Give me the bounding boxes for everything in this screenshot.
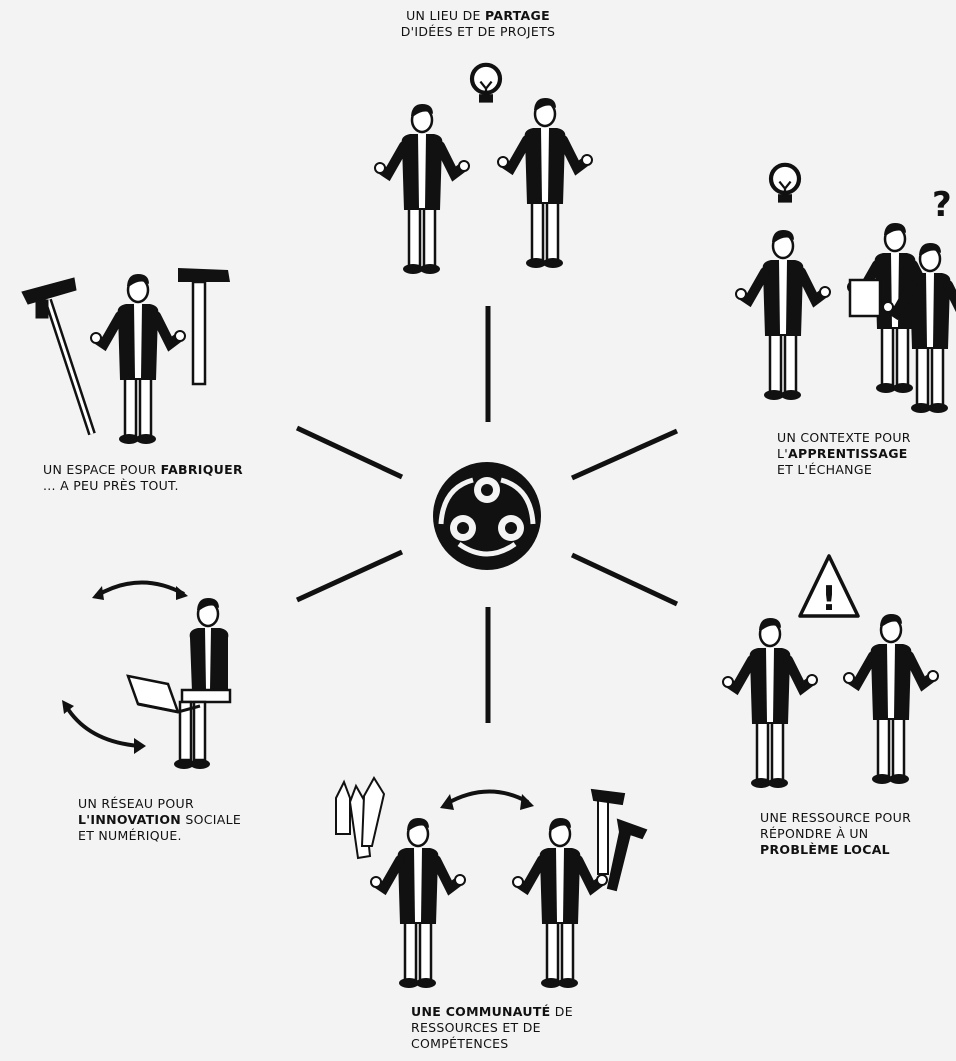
double-arrow-icon [64,704,141,748]
tools-icon [590,788,648,892]
caption-text: DE [550,1004,573,1019]
caption-text: UNE RESSOURCE POUR [760,810,912,825]
caption-text: COMPÉTENCES [411,1036,509,1051]
radial-spokes [295,306,679,723]
person-gesturing [375,104,469,274]
spoke-lower-left [295,549,404,603]
caption-text: UN LIEU DE [406,8,486,23]
caption-text: ET L'ÉCHANGE [777,462,873,477]
caption-emphasis: APPRENTISSAGE [788,446,908,461]
caption-text: D'IDÉES ET DE PROJETS [400,24,556,39]
person-teaching [736,230,830,400]
warning-icon: ! [798,554,860,619]
hammer-icon [178,268,230,386]
caption-text: RÉPONDRE À UN [760,826,869,841]
caption-sharing: UN LIEU DE PARTAGE D'IDÉES ET DE PROJETS [340,8,616,40]
svg-text:!: ! [821,579,837,619]
caption-text: ET NUMÉRIQUE. [78,828,182,843]
caption-learning: UN CONTEXTE POUR L'APPRENTISSAGE ET L'ÉC… [777,430,955,478]
caption-emphasis: UNE COMMUNAUTÉ [411,1004,551,1019]
lightbulb-icon [472,65,500,103]
person-listening [498,98,592,268]
double-arrow-icon [445,789,529,806]
group-sharing [375,65,592,274]
person-explaining [723,618,817,788]
caption-network: UN RÉSEAU POUR L'INNOVATION SOCIALE ET N… [78,796,298,844]
spoke-upper-right [570,428,679,481]
caption-local-problem: UNE RESSOURCE POUR RÉPONDRE À UN PROBLÈM… [760,810,955,858]
caption-emphasis: PARTAGE [485,8,550,23]
notebook-icon [848,278,882,318]
caption-text: RESSOURCES ET DE [411,1020,541,1035]
group-fabricate [21,268,230,444]
person-thinking [844,614,938,784]
lightbulb-icon [771,165,799,203]
caption-text: UN ESPACE POUR [43,462,161,477]
seated-person [174,598,232,769]
pencils-icon [335,776,386,860]
caption-community: UNE COMMUNAUTÉ DE RESSOURCES ET DE COMPÉ… [411,1004,631,1052]
double-arrow-icon [94,580,185,598]
caption-text: UN CONTEXTE POUR [777,430,911,445]
spoke-upper-left [295,425,404,480]
laptop-icon [126,674,201,714]
caption-text: ... A PEU PRÈS TOUT. [43,478,179,493]
group-local-problem: ! [723,554,938,788]
group-community [335,776,648,988]
caption-fabricate: UN ESPACE POUR FABRIQUER ... A PEU PRÈS … [43,462,303,494]
group-network [62,580,232,769]
caliper-icon [21,277,96,436]
fablab-logo [433,462,541,570]
group-learning: ? [736,165,956,413]
caption-emphasis: L'INNOVATION [78,812,182,827]
person-offering [371,818,465,988]
person-maker [91,274,185,444]
spoke-lower-right [570,552,679,607]
caption-emphasis: PROBLÈME LOCAL [760,842,890,857]
caption-text: UN RÉSEAU POUR [78,796,194,811]
person-receiving [513,818,607,988]
caption-text: SOCIALE [181,812,242,827]
caption-text: L' [777,446,789,461]
caption-emphasis: FABRIQUER [160,462,243,477]
question-mark-icon: ? [932,185,952,225]
